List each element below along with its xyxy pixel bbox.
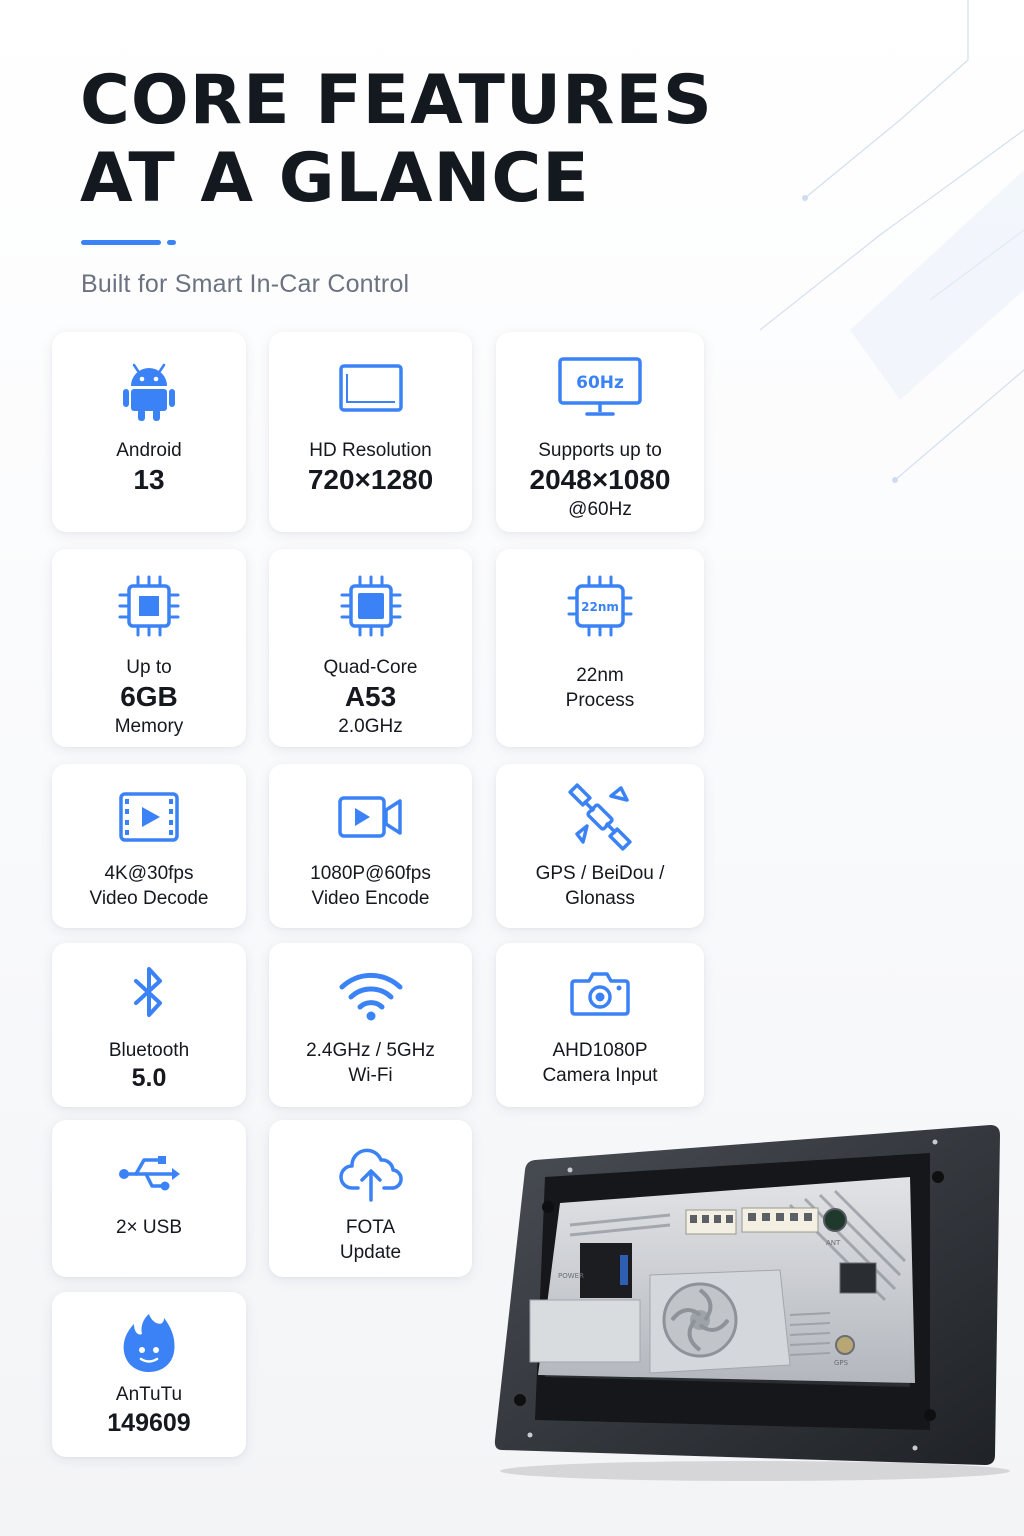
svg-text:60Hz: 60Hz	[576, 373, 624, 393]
feature-sublabel: Video Decode	[89, 888, 209, 909]
feature-value: 720×1280	[307, 464, 434, 495]
feature-card-display-output: 60Hz Supports up to 2048×1080 @60Hz	[496, 332, 704, 532]
feature-card-usb: 2× USB	[52, 1120, 246, 1277]
feature-card-fota: FOTA Update	[269, 1120, 472, 1277]
flame-benchmark-icon	[52, 1308, 246, 1378]
feature-card-video-decode: 4K@30fps Video Decode	[52, 764, 246, 928]
feature-text: 1080P@60fps Video Encode	[269, 861, 472, 911]
feature-card-camera: AHD1080P Camera Input	[496, 943, 704, 1107]
feature-text: Android 13	[52, 438, 246, 497]
feature-value: 6GB	[120, 681, 178, 712]
feature-label: 4K@30fps	[104, 863, 194, 884]
head-unit-rear-illustration: POWER ANT GPS	[494, 1125, 1010, 1481]
feature-text: AnTuTu 149609	[52, 1382, 246, 1439]
feature-value: 2048×1080	[529, 464, 671, 495]
memory-chip-icon	[52, 571, 246, 641]
feature-text: GPS / BeiDou / Glonass	[496, 861, 704, 911]
page-title: CORE FEATURES AT A GLANCE	[80, 62, 713, 218]
feature-sublabel: Memory	[114, 716, 184, 737]
feature-card-process: 22nm 22nm Process	[496, 549, 704, 747]
feature-label: HD Resolution	[309, 440, 432, 461]
bluetooth-icon	[52, 959, 246, 1029]
feature-card-gnss: GPS / BeiDou / Glonass	[496, 764, 704, 928]
feature-sublabel: Video Encode	[311, 888, 430, 909]
feature-label: Up to	[126, 657, 172, 678]
feature-sublabel: Process	[565, 690, 635, 711]
wifi-icon	[269, 959, 472, 1029]
android-robot-icon	[52, 354, 246, 424]
feature-text: Up to 6GB Memory	[52, 655, 246, 739]
feature-text: FOTA Update	[269, 1215, 472, 1265]
feature-text: AHD1080P Camera Input	[496, 1038, 704, 1088]
feature-label: Bluetooth	[108, 1040, 190, 1061]
page-title-line-1: CORE FEATURES	[80, 61, 713, 140]
video-film-icon	[52, 782, 246, 852]
feature-text: Quad-Core A53 2.0GHz	[269, 655, 472, 739]
feature-label: Android	[116, 440, 182, 461]
cloud-upload-icon	[269, 1136, 472, 1206]
antenna-port-label: ANT	[826, 1239, 841, 1247]
feature-card-bluetooth: Bluetooth 5.0	[52, 943, 246, 1107]
svg-text:22nm: 22nm	[581, 600, 619, 614]
feature-card-cpu: Quad-Core A53 2.0GHz	[269, 549, 472, 747]
feature-label: AHD1080P	[552, 1040, 648, 1061]
satellite-icon	[496, 782, 704, 852]
feature-text: Supports up to 2048×1080 @60Hz	[496, 438, 704, 522]
feature-label: 22nm	[576, 665, 624, 686]
feature-sublabel: Camera Input	[542, 1065, 658, 1086]
monitor-icon	[269, 354, 472, 424]
feature-sublabel: Update	[339, 1242, 402, 1263]
feature-card-video-encode: 1080P@60fps Video Encode	[269, 764, 472, 928]
feature-label: 2× USB	[115, 1217, 182, 1238]
process-chip-icon: 22nm	[496, 571, 704, 641]
feature-sublabel: Glonass	[565, 888, 635, 909]
feature-sublabel: 2.0GHz	[338, 716, 403, 737]
feature-text: 22nm Process	[496, 663, 704, 713]
feature-label: GPS / BeiDou /	[535, 863, 665, 884]
feature-value: 5.0	[131, 1064, 167, 1092]
power-port-label: POWER	[558, 1272, 584, 1280]
feature-card-wifi: 2.4GHz / 5GHz Wi-Fi	[269, 943, 472, 1107]
video-camera-icon	[269, 782, 472, 852]
feature-value: A53	[344, 681, 397, 712]
feature-sublabel: @60Hz	[568, 499, 632, 520]
feature-text: 2.4GHz / 5GHz Wi-Fi	[269, 1038, 472, 1088]
feature-card-antutu: AnTuTu 149609	[52, 1292, 246, 1457]
feature-text: 2× USB	[52, 1215, 246, 1240]
feature-text: HD Resolution 720×1280	[269, 438, 472, 497]
feature-label: 2.4GHz / 5GHz	[306, 1040, 435, 1061]
feature-sublabel: Wi-Fi	[348, 1065, 393, 1086]
gps-port-label: GPS	[834, 1359, 849, 1367]
feature-card-hd-resolution: HD Resolution 720×1280	[269, 332, 472, 532]
page-title-line-2: AT A GLANCE	[80, 139, 590, 218]
feature-label: Quad-Core	[323, 657, 418, 678]
feature-card-android: Android 13	[52, 332, 246, 532]
usb-icon	[52, 1136, 246, 1206]
feature-text: 4K@30fps Video Decode	[52, 861, 246, 911]
feature-value: 13	[133, 464, 165, 495]
monitor-60hz-icon: 60Hz	[496, 354, 704, 424]
feature-label: Supports up to	[538, 440, 662, 461]
feature-label: FOTA	[345, 1217, 396, 1238]
feature-text: Bluetooth 5.0	[52, 1038, 246, 1093]
feature-label: AnTuTu	[115, 1384, 183, 1405]
feature-value: 149609	[107, 1409, 191, 1437]
page-subtitle: Built for Smart In-Car Control	[81, 270, 410, 298]
cpu-chip-icon	[269, 571, 472, 641]
feature-label: 1080P@60fps	[310, 863, 431, 884]
feature-card-memory: Up to 6GB Memory	[52, 549, 246, 747]
camera-icon	[496, 959, 704, 1029]
